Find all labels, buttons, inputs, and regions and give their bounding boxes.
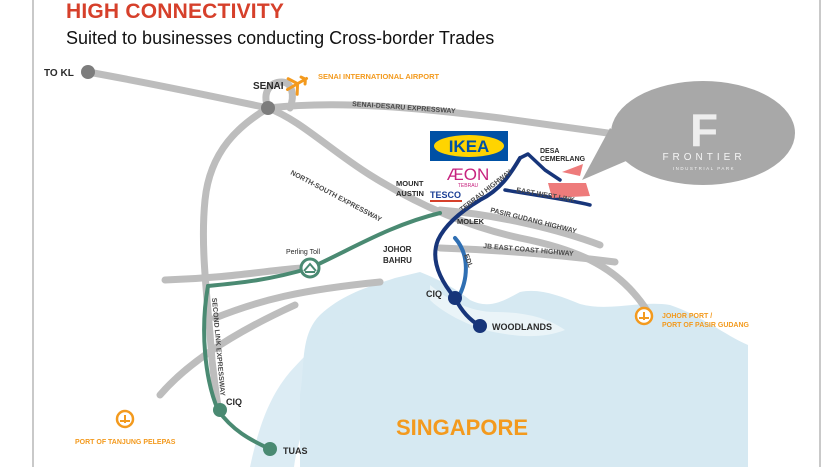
airplane-icon [285,75,309,96]
label-to-kl: TO KL [44,68,74,79]
frame-left-border [32,0,34,467]
node-ciq-west [213,403,227,417]
label-pasir-gudang-port: PORT OF PASIR GUDANG [662,322,750,329]
ikea-logo: IKEA [430,131,508,161]
water-area [250,272,748,467]
label-tuas: TUAS [283,446,308,456]
port-icon [115,409,135,429]
label-bahru: BAHRU [383,256,412,265]
road-label-senai-desaru: SENAI-DESARU EXPRESSWAY [352,101,456,115]
frontier-name: FRONTIER [662,152,745,163]
svg-text:IKEA: IKEA [449,137,490,156]
label-austin: AUSTIN [396,189,424,198]
label-senai: SENAI [253,81,284,92]
node-ciq-east [448,291,462,305]
route-nodes [81,65,487,456]
road-senai-loop [262,78,296,112]
label-ciq-west: CIQ [226,397,242,407]
road-north-south-expressway [84,68,652,316]
port-icon [634,306,654,326]
frontier-callout: F FRONTIER INDUSTRIAL PARK [582,81,795,185]
label-senai-airport: SENAI INTERNATIONAL AIRPORT [318,72,440,81]
frontier-subname: INDUSTRIAL PARK [673,166,735,171]
road-label-edl: EDL [462,253,474,269]
label-woodlands: WOODLANDS [492,322,552,332]
label-johor-port: JOHOR PORT / [662,313,712,320]
label-singapore: SINGAPORE [396,415,528,440]
tesco-logo: TESCO [430,190,462,202]
svg-text:ÆON: ÆON [447,165,490,184]
node-to-kl [81,65,95,79]
label-desa: DESA [540,148,559,155]
svg-text:TESCO: TESCO [430,190,461,200]
toll-gate-icon [299,257,321,279]
label-mount: MOUNT [396,179,424,188]
label-ciq-east: CIQ [426,289,442,299]
road-west-coast [156,301,299,399]
frame-right-border [819,0,821,467]
frontier-letter-logo: F [690,104,718,156]
page-subtitle: Suited to businesses conducting Cross-bo… [66,28,495,48]
svg-text:TEBRAU: TEBRAU [458,183,479,189]
label-cemerlang: CEMERLANG [540,156,586,163]
label-perling-toll: Perling Toll [286,249,321,256]
page-title: HIGH CONNECTIVITY [66,0,285,23]
road-senai-west [199,104,272,416]
label-tanjung-pelepas: PORT OF TANJUNG PELEPAS [75,439,176,446]
frontier-site-icon [548,164,590,198]
label-johor: JOHOR [383,245,412,254]
road-senai-desaru [264,101,626,139]
road-west-horizontal [161,264,306,284]
node-senai [261,101,275,115]
label-molek: MOLEK [457,217,485,226]
node-woodlands [473,319,487,333]
road-skudai [211,278,384,322]
node-tuas [263,442,277,456]
aeon-logo: ÆON TEBRAU [447,165,490,189]
